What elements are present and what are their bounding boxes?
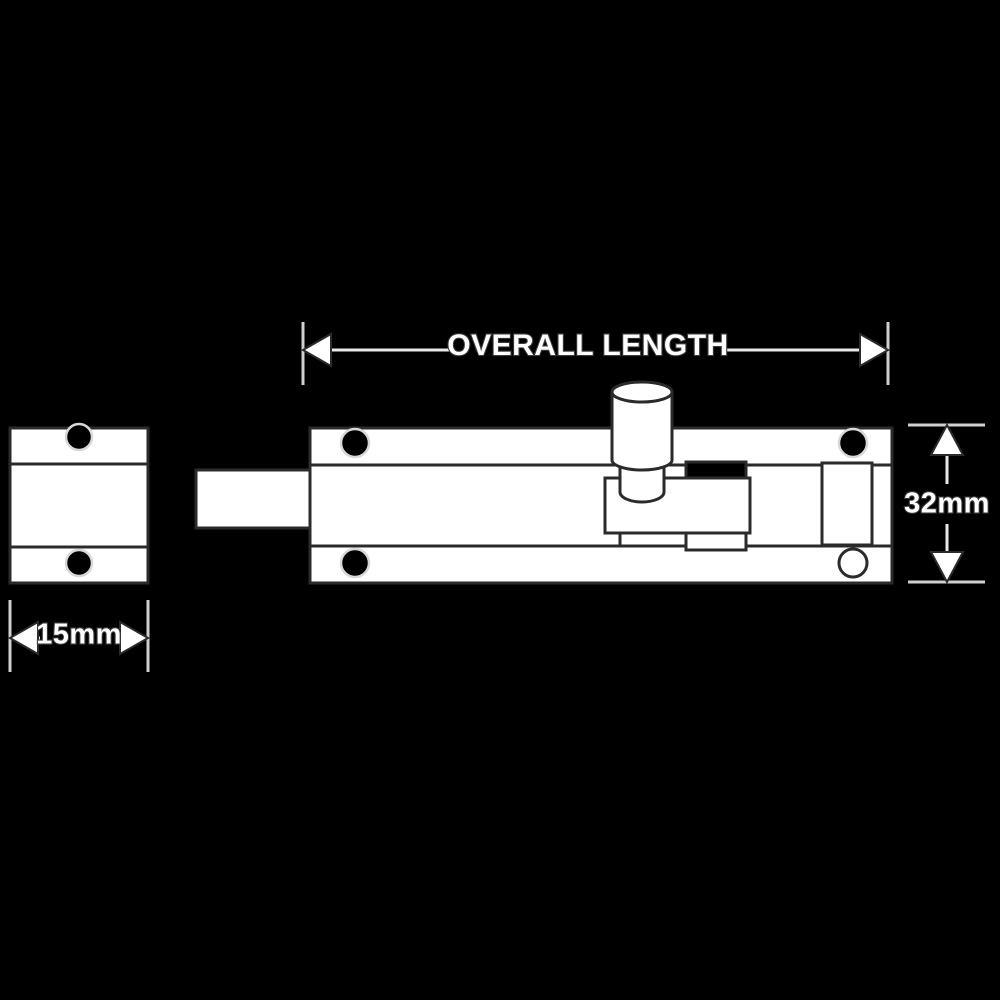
main-body-screw-hole-bottom-right [837, 547, 869, 579]
height-arrow-bottom [929, 551, 965, 585]
main-body-part [308, 426, 894, 585]
dimension-keeper-width-15mm: 15mm [7, 600, 151, 672]
knob-neck [618, 464, 666, 504]
knob-top-ellipse [610, 380, 674, 404]
height-arrow-top [929, 422, 965, 456]
thumb-knob-part [610, 380, 674, 504]
main-body-screw-hole-top-left [339, 427, 371, 459]
guide-slot [684, 460, 748, 480]
dimension-height-32mm: 32mm [903, 422, 991, 585]
keeper-width-label: 15mm [36, 619, 122, 651]
overall-length-arrow-left [300, 332, 332, 368]
bolt-shaft [194, 468, 316, 530]
keep-socket-box [820, 461, 874, 547]
lower-guide-tab [684, 531, 748, 552]
keeper-width-arrow-left [7, 620, 39, 656]
overall-length-arrow-right [859, 332, 891, 368]
keeper-part [8, 422, 150, 585]
keeper-width-arrow-right [119, 620, 151, 656]
height-label: 32mm [904, 488, 990, 520]
bolt-shaft-part [194, 468, 316, 530]
slide-rail [308, 463, 622, 548]
keeper-screw-hole-bottom [64, 548, 94, 578]
main-body-screw-hole-top-right [837, 427, 869, 459]
knob-body [610, 390, 674, 472]
dimension-overall-length: OVERALL LENGTH [300, 322, 891, 385]
overall-length-label: OVERALL LENGTH [447, 329, 728, 362]
main-body-screw-hole-bottom-left [339, 547, 371, 579]
keeper-screw-hole-top [64, 422, 94, 452]
